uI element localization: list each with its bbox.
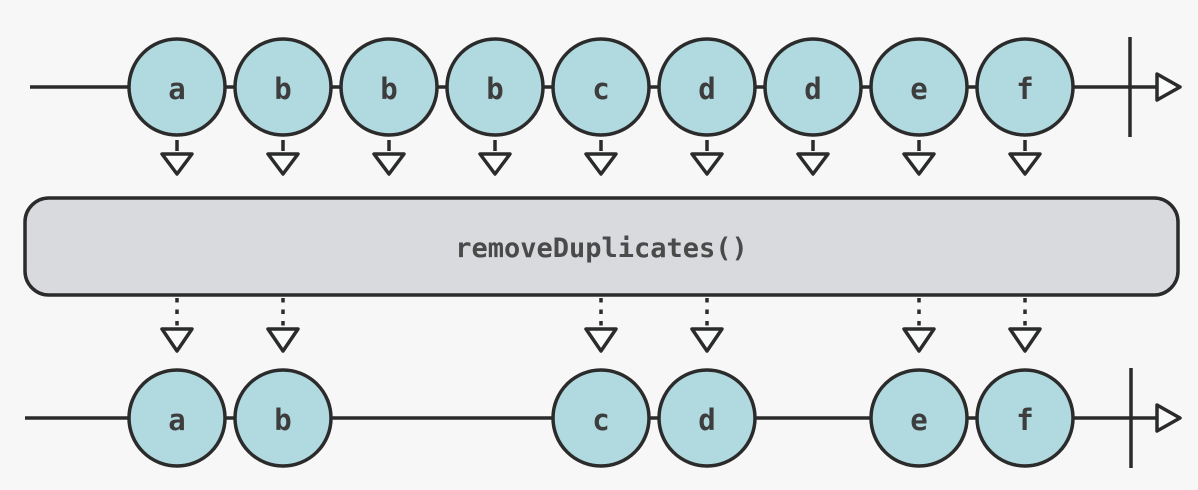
output-emit-arrow-icon [266, 327, 300, 353]
output-stream-marble [869, 368, 969, 468]
input-stream-marble [657, 37, 757, 137]
input-emit-arrow-icon [690, 152, 724, 176]
input-stream-marble-label: e [910, 72, 927, 106]
input-stream-marble [339, 37, 439, 137]
output-stream-marble-label: a [168, 403, 185, 437]
input-stream-marble-label: f [1016, 72, 1033, 106]
input-stream-marble-label: a [168, 72, 185, 106]
output-emit-arrow-icon [902, 327, 936, 353]
output-stream-marble [657, 368, 757, 468]
output-emit-arrow-icon [584, 327, 618, 353]
input-stream-marble-label: c [592, 72, 609, 106]
output-stream-marble-label: c [592, 403, 609, 437]
output-stream-marble-label: b [274, 403, 291, 437]
output-stream-marble [975, 368, 1075, 468]
input-emit-arrow-icon [584, 152, 618, 176]
input-stream-marble-label: b [380, 72, 397, 106]
operator-box [23, 196, 1180, 297]
input-emit-arrow-icon [1008, 152, 1042, 176]
output-emit-arrow-icon [690, 327, 724, 353]
output-emit-arrow-icon [1008, 327, 1042, 353]
input-stream-marble-label: b [274, 72, 291, 106]
input-emit-arrow-icon [796, 152, 830, 176]
input-stream-marble [127, 37, 227, 137]
input-emit-arrow-icon [160, 152, 194, 176]
input-stream-marble-label: d [804, 72, 821, 106]
output-stream-marble [233, 368, 333, 468]
input-stream-marble [975, 37, 1075, 137]
input-stream-marble [445, 37, 545, 137]
output-stream-marble-label: d [698, 403, 715, 437]
output-stream-marble-label: e [910, 403, 927, 437]
input-stream-marble [763, 37, 863, 137]
input-emit-arrow-icon [902, 152, 936, 176]
output-stream-marble [551, 368, 651, 468]
output-stream-marble [127, 368, 227, 468]
input-stream-marble [233, 37, 333, 137]
input-stream-marble [869, 37, 969, 137]
input-stream-marble-label: b [486, 72, 503, 106]
input-stream-arrowhead-icon [1155, 72, 1182, 102]
output-stream-arrowhead-icon [1155, 403, 1182, 433]
input-emit-arrow-icon [266, 152, 300, 176]
output-emit-arrow-icon [160, 327, 194, 353]
input-stream-marble [551, 37, 651, 137]
input-emit-arrow-icon [372, 152, 406, 176]
operator-label: removeDuplicates() [455, 233, 748, 264]
input-emit-arrow-icon [478, 152, 512, 176]
output-stream-marble-label: f [1016, 403, 1033, 437]
input-stream-marble-label: d [698, 72, 715, 106]
